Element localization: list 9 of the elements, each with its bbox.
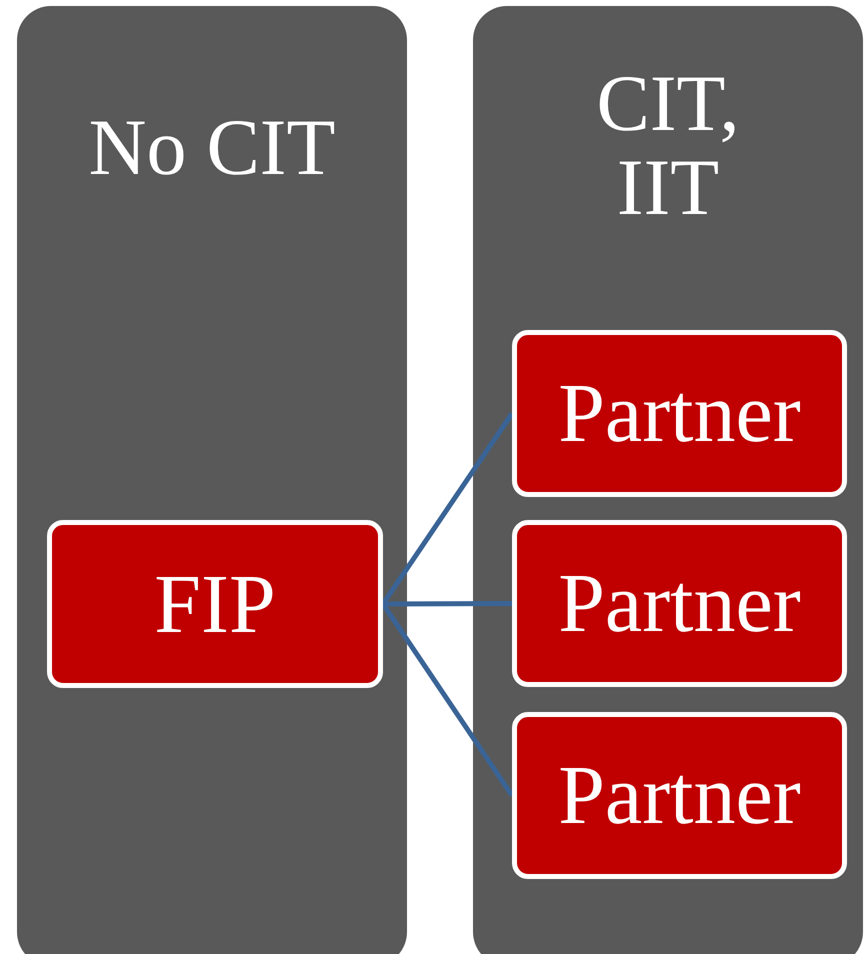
entity-box: Partner (512, 520, 847, 687)
column-heading: CIT, IIT (596, 62, 740, 230)
column-panel (473, 6, 863, 954)
connector-line (383, 601, 512, 606)
entity-box: Partner (512, 330, 847, 497)
column-panel (17, 6, 407, 954)
entity-box: FIP (47, 520, 383, 688)
column-heading: No CIT (88, 106, 336, 190)
entity-box: Partner (512, 712, 847, 879)
